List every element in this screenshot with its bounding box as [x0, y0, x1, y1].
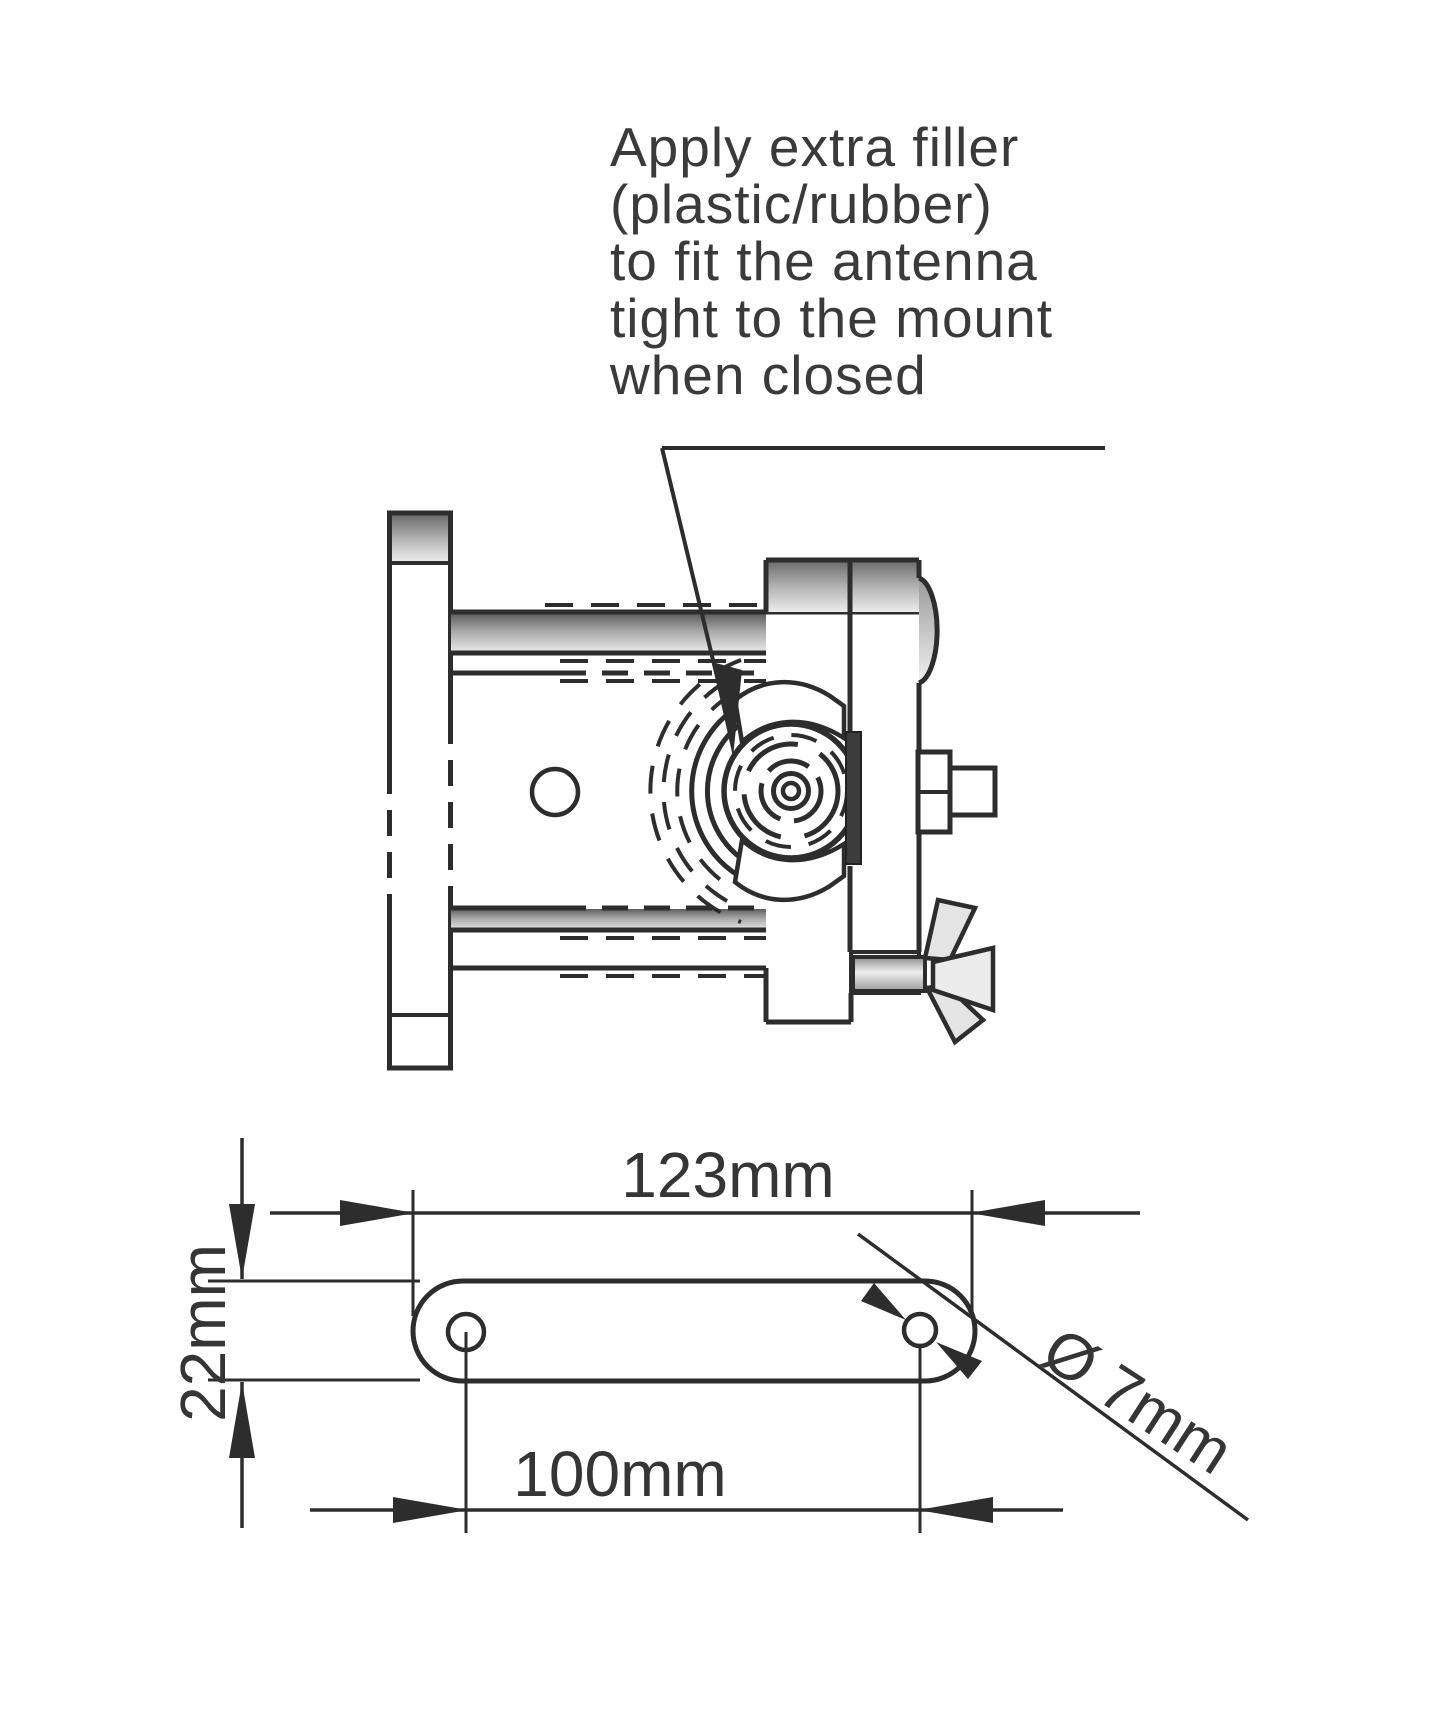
wing-nut: [851, 897, 996, 1046]
hole-spacing-label: 100mm: [513, 1438, 726, 1510]
mounting-plate-top-view: 123mm 22mm 100mm Ø 7mm: [167, 1138, 1250, 1533]
side-bolt: [915, 749, 998, 835]
note-line-1: Apply extra filler: [610, 116, 1019, 178]
note-line-2: (plastic/rubber): [610, 173, 993, 235]
left-bracket-plate: [387, 510, 581, 1071]
clamp-pad-bar: [845, 731, 862, 865]
plate-outline: [410, 1278, 978, 1384]
threaded-rod: [851, 955, 927, 993]
antenna-mount-side-view: [387, 446, 1105, 1071]
plate-width-label: 22mm: [167, 1244, 239, 1422]
note-line-5: when closed: [609, 344, 927, 406]
wing-nut-cone: [930, 945, 996, 1014]
plate-length-label: 123mm: [621, 1139, 834, 1211]
wing-upper: [922, 897, 979, 963]
note-line-4: tight to the mount: [610, 287, 1053, 349]
top-rail: [451, 603, 919, 683]
dimension-hole-spacing: 100mm: [310, 1332, 1063, 1533]
note-line-3: to fit the antenna: [610, 230, 1038, 292]
plate-hole-right: [901, 1311, 939, 1349]
leader-arrowhead: [712, 662, 742, 757]
antenna-dome-tip: [917, 575, 940, 686]
hole-diameter-label: Ø 7mm: [1030, 1313, 1245, 1488]
bottom-rail: [451, 905, 766, 978]
dimension-plate-width: 22mm: [167, 1138, 420, 1528]
note-leader: [660, 446, 1105, 757]
dimension-plate-length: 123mm: [270, 1139, 1140, 1316]
annotation-note: Apply extra filler (plastic/rubber) to f…: [609, 116, 1053, 406]
bracket-hole: [529, 766, 581, 818]
pivot-clamp: [648, 658, 862, 924]
dimension-hole-diameter: Ø 7mm: [856, 1232, 1250, 1522]
